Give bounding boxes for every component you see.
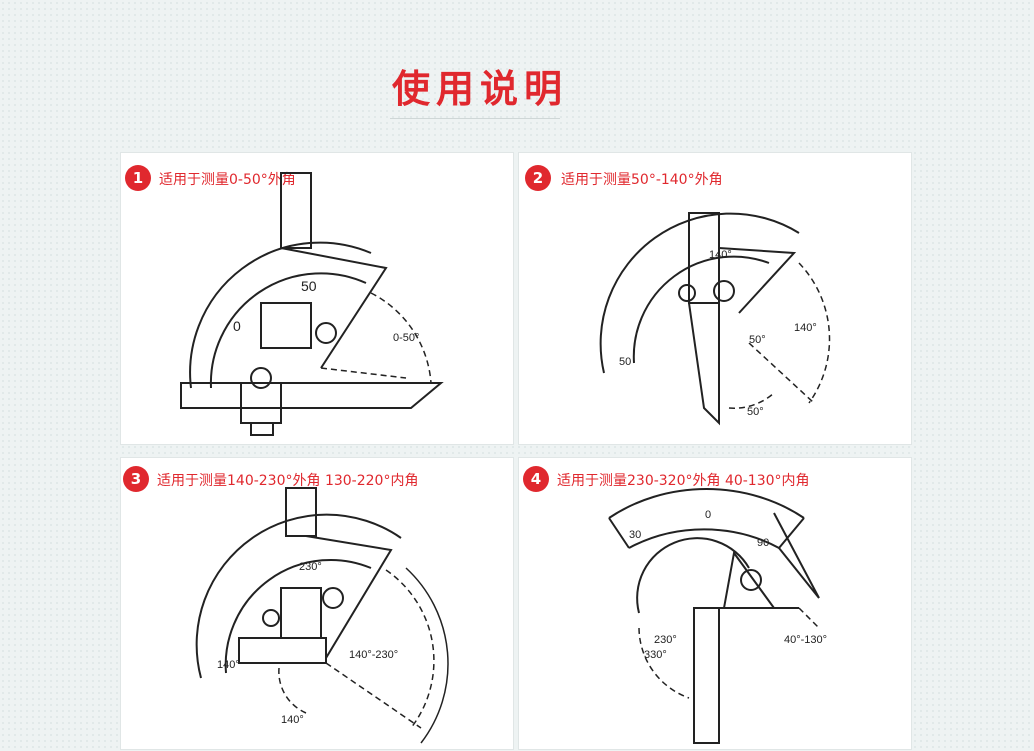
panel-1: 1 适用于测量0-50°外角 0 50 0-50° <box>120 152 514 445</box>
panel-4: 4 适用于测量230-320°外角 40-130°内角 0 30 90 230°… <box>518 457 912 750</box>
scale-label: 50 <box>301 278 317 294</box>
title-divider <box>390 118 560 119</box>
angle-range-label: 0-50° <box>393 332 419 344</box>
step-badge: 3 <box>123 466 149 492</box>
angle-label: 230° <box>654 634 677 646</box>
scale-label: 90 <box>757 537 769 549</box>
scale-label: 0 <box>233 318 241 334</box>
angle-label: 140° <box>281 714 304 726</box>
angle-label: 140° <box>794 322 817 334</box>
scale-label: 30 <box>629 529 641 541</box>
step-caption: 适用于测量50°-140°外角 <box>561 172 723 188</box>
step-badge: 1 <box>125 165 151 191</box>
step-caption: 适用于测量230-320°外角 40-130°内角 <box>557 473 810 489</box>
protractor-diagram-3: 230° 140° 140°-230° 140° <box>195 487 449 744</box>
page-title: 使用说明 <box>391 66 568 111</box>
panel-3: 3 适用于测量140-230°外角 130-220°内角 230° 140° 1… <box>120 457 514 750</box>
angle-range-label: 140°-230° <box>349 649 398 661</box>
step-badge: 4 <box>523 466 549 492</box>
angle-label: 50° <box>749 334 766 346</box>
angle-label: 330° <box>644 649 667 661</box>
panel-2: 2 适用于测量50°-140°外角 140° 50 50° 140° 50° <box>518 152 912 445</box>
angle-range-label: 40°-130° <box>784 634 827 646</box>
scale-label: 230° <box>299 561 322 573</box>
scale-label: 50 <box>619 356 631 368</box>
step-badge: 2 <box>525 165 551 191</box>
protractor-diagram-1: 0 50 0-50° <box>180 172 444 436</box>
scale-label: 0 <box>705 509 711 521</box>
step-caption: 适用于测量140-230°外角 130-220°内角 <box>157 473 419 489</box>
scale-label: 140° <box>709 249 732 261</box>
step-caption: 适用于测量0-50°外角 <box>159 172 296 188</box>
scale-label: 140° <box>217 659 240 671</box>
angle-label: 50° <box>747 406 764 418</box>
protractor-diagram-2: 140° 50 50° 140° 50° <box>599 212 831 426</box>
protractor-diagram-4: 0 30 90 230° 330° 40°-130° <box>608 488 827 744</box>
